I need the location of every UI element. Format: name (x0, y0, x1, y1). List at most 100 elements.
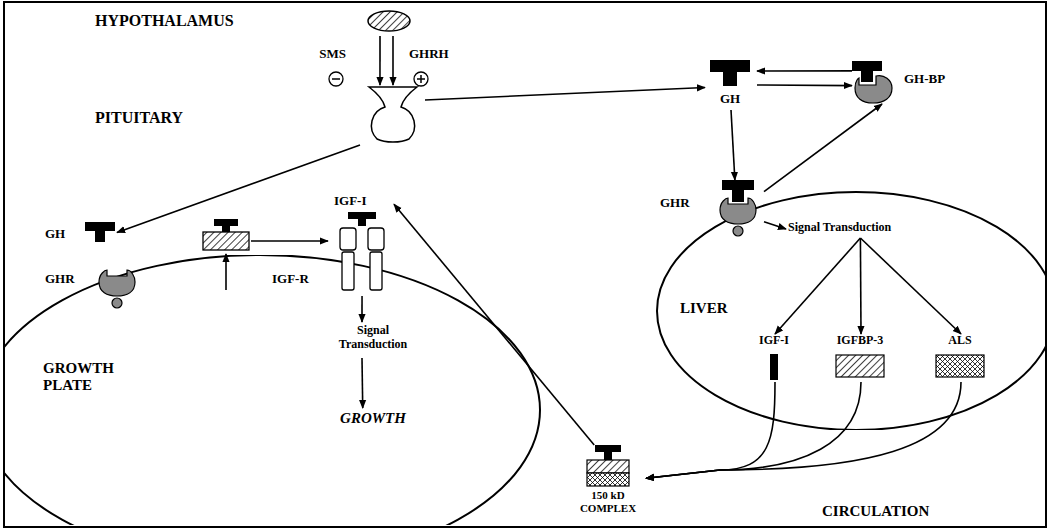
text-slot: IGF-I (334, 194, 367, 209)
process-step: Signal Transduction (786, 220, 910, 238)
local-production-arrow (225, 254, 227, 290)
shape-rect (710, 60, 750, 72)
shape-rect (340, 228, 356, 250)
node-label: IGF-R (272, 272, 309, 287)
igf-molecule (768, 354, 780, 380)
local-igf-binding-block (203, 219, 249, 250)
node-label: LIVER (680, 300, 728, 317)
arrow-connector (764, 222, 786, 229)
node-label: PITUITARY (95, 109, 183, 127)
text-slot: GHR (45, 272, 75, 287)
shape-rect (368, 228, 384, 250)
shape-rect (370, 252, 382, 290)
hypothalamus-oval (365, 8, 413, 34)
product-igf: IGF-I (750, 334, 800, 382)
local-release-arrow (251, 240, 328, 242)
node-label: IGFBP-3 (822, 334, 898, 348)
circle-shape (112, 298, 122, 308)
arrow-connector (757, 70, 852, 72)
arrow-connector (860, 238, 961, 334)
gh-receptor: GHR (660, 180, 764, 238)
shape-rect (595, 445, 621, 452)
text-slot: HYPOTHALAMUS (95, 12, 234, 30)
line-stroke (332, 78, 340, 80)
gh-hormone: GH (705, 60, 757, 110)
shape-rect (214, 219, 238, 226)
text-slot: IGF-R (272, 272, 309, 287)
text-slot: GH-BP (904, 72, 945, 87)
shape-rect (342, 252, 354, 290)
minus-sign-symbol (329, 72, 343, 86)
text-slot: PITUITARY (95, 109, 183, 127)
node-label: GROWTH (330, 410, 416, 427)
shape-rect (836, 355, 884, 377)
text-slot: CIRCULATION (822, 503, 929, 520)
shape-path (720, 198, 756, 224)
pituitary-gland (363, 85, 423, 143)
arrow-connector (425, 88, 705, 101)
text-slot: GH (705, 92, 755, 107)
outcome-label: GROWTH (330, 408, 418, 430)
igfbp-molecule (835, 354, 885, 378)
shape-rect (936, 355, 984, 377)
shape-rect (723, 72, 737, 86)
circle-shape (414, 72, 428, 86)
line-stroke (420, 75, 422, 83)
text-slot: IGFBP-3 (822, 334, 898, 348)
arrow-connector (757, 84, 852, 86)
shape-rect (203, 232, 249, 250)
arrow-connector (731, 110, 735, 180)
arrow-connector (117, 145, 360, 232)
shape-rect (222, 226, 230, 232)
oval-shape (5, 255, 540, 525)
gh-molecule (710, 60, 750, 88)
signal-label: GHRH (409, 47, 449, 62)
gh-binding-protein: GH-BP (852, 58, 972, 104)
circle-shape (733, 226, 743, 236)
node-label: ALS (930, 334, 990, 348)
node-label: GHR (45, 272, 75, 287)
liver-cell: LIVER GHR Signal TransductionIGF-I IGFBP-3 A… (655, 190, 1047, 430)
growth-plate-cell: GROWTH PLATEGHRIGF-IIGF-RSignal Transduc… (5, 255, 543, 525)
text-slot: GHR (660, 196, 690, 211)
text-slot: ALS (930, 334, 990, 348)
plus-sign-symbol (414, 72, 428, 86)
igf-receptor: IGF-I IGF-R (272, 194, 394, 296)
node-label: GH (45, 227, 65, 242)
shape-path (99, 270, 135, 296)
arrow-connector (361, 358, 363, 408)
node-label: GH (705, 92, 755, 107)
gh-hormone: GH (45, 222, 117, 248)
text-slot: Signal Transduction (788, 221, 891, 235)
receptor-symbol (714, 180, 762, 238)
arrow-connector (646, 382, 961, 478)
arrow-connector (764, 104, 882, 192)
region-label: CIRCULATION (822, 503, 929, 520)
signal-label: SMS (319, 47, 346, 62)
shape-rect (85, 222, 115, 231)
arrow-connector (392, 36, 394, 85)
shape-rect (604, 452, 612, 460)
shape-rect (861, 71, 873, 82)
arrow-connector (646, 382, 775, 478)
gh-bp-complex (852, 58, 898, 104)
shape-rect (348, 212, 376, 219)
node-label: GHR (660, 196, 690, 211)
complex-symbol (585, 445, 631, 487)
gh-receptor: GHR (45, 260, 135, 315)
ternary-complex: 150 kD COMPLEX (572, 445, 646, 519)
node-label: GROWTH PLATE (43, 360, 143, 395)
als-molecule (935, 354, 985, 378)
shape-rect (732, 190, 744, 202)
node-label: GH-BP (904, 72, 945, 87)
receptor-symbol (334, 212, 390, 292)
shape-rect (95, 231, 105, 242)
arrow-connector (775, 238, 860, 334)
circle-shape (329, 72, 343, 86)
node-label: 150 kD COMPLEX (572, 489, 644, 514)
text-slot: Signal Transduction (334, 324, 412, 352)
text-slot: GROWTH (330, 410, 416, 427)
shape-path (369, 87, 417, 142)
